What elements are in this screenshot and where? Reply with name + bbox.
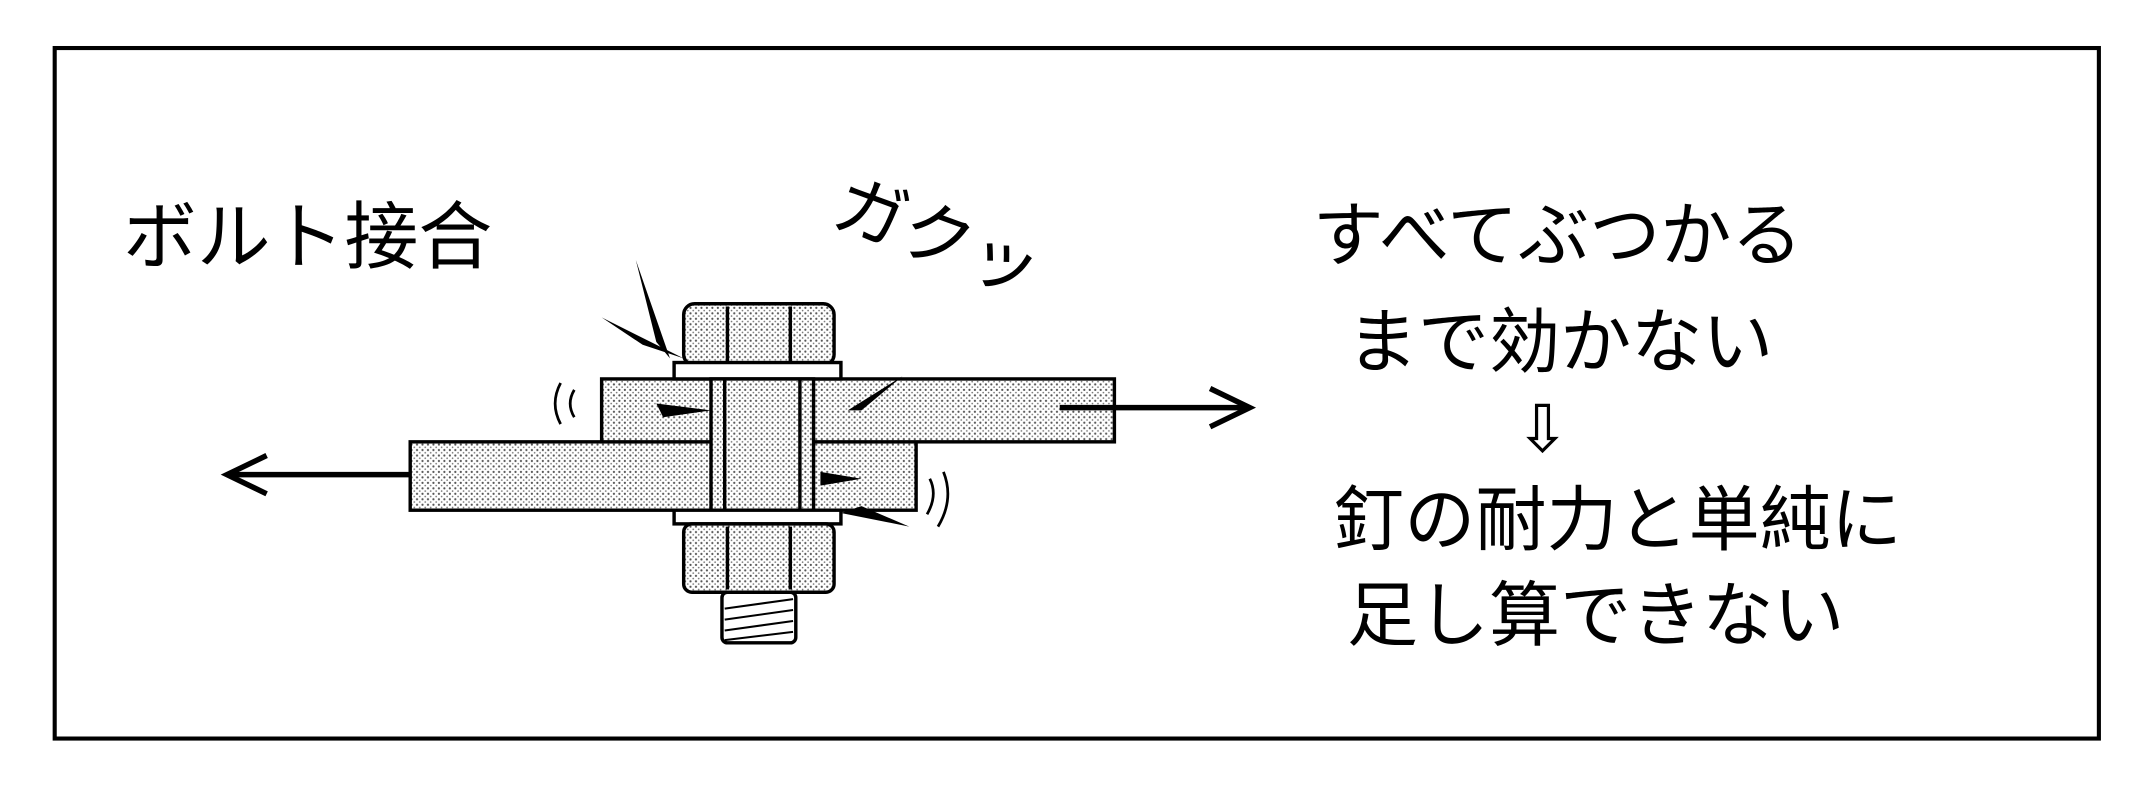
nut [681, 522, 836, 594]
bolt [672, 302, 843, 645]
left-force-arrow [220, 453, 411, 497]
bolt-shank [709, 377, 816, 512]
explanation-line-4: 足し算できない [1347, 574, 1845, 657]
top-washer [672, 360, 843, 381]
bolt-head [681, 302, 836, 367]
down-arrow: ⇩ [1515, 391, 1570, 467]
motion-marks [553, 382, 950, 528]
impact-lines [601, 259, 910, 527]
bolt-thread [720, 590, 798, 645]
title: ボルト接合 [123, 195, 492, 281]
explanation-line-1: すべてぶつかる [1313, 194, 1803, 277]
explanation-line-3: 釘の耐力と単純に [1333, 478, 1902, 561]
right-force-arrow [1059, 386, 1257, 430]
bottom-washer [672, 508, 843, 526]
explanation-line-2: まで効かない [1347, 301, 1774, 384]
